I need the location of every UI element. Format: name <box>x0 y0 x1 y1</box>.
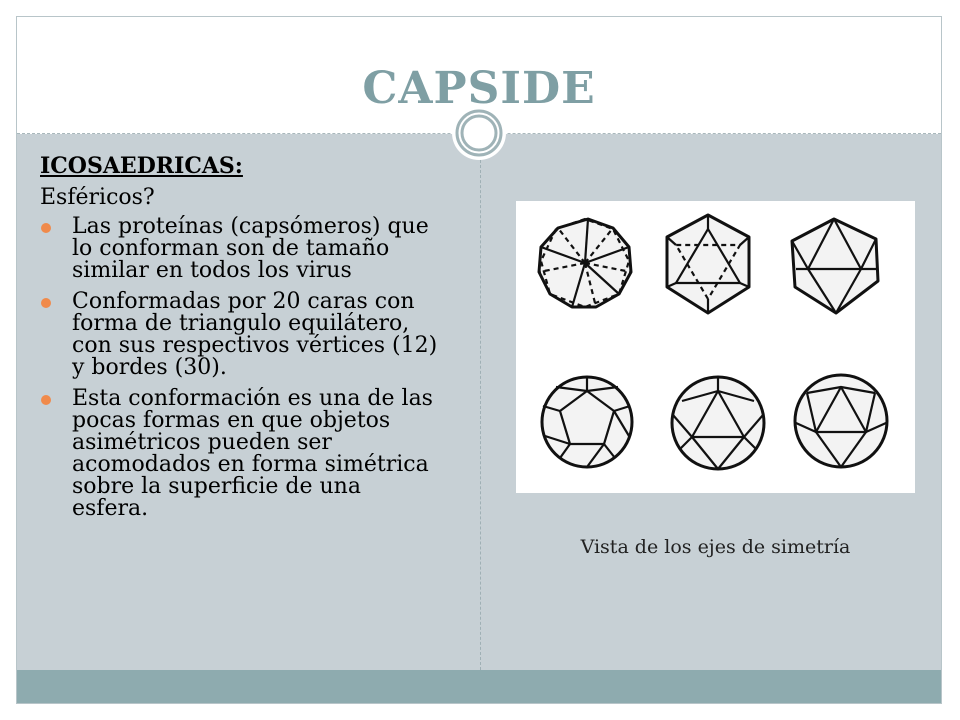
section-subheading: Esféricos? <box>40 185 155 210</box>
bullet-text: Las proteínas (capsómeros) que lo confor… <box>72 214 429 283</box>
slide-title: CAPSIDE <box>362 63 596 114</box>
bullet-icon <box>41 223 51 233</box>
section-heading: ICOSAEDRICAS: <box>40 153 243 179</box>
figure-caption: Vista de los ejes de simetría <box>580 536 851 558</box>
bullet-item: Las proteínas (capsómeros) que lo confor… <box>40 216 440 282</box>
bullet-item: Conformadas por 20 caras con forma de tr… <box>40 291 440 379</box>
icosahedron-symmetry-diagram-icon <box>537 213 889 471</box>
bullet-icon <box>41 298 51 308</box>
bullet-item: Esta conformación es una de las pocas fo… <box>40 388 440 520</box>
bullet-icon <box>41 395 51 405</box>
circle-ornament-icon <box>452 106 506 160</box>
bullet-text: Esta conformación es una de las pocas fo… <box>72 386 433 521</box>
text-column: ICOSAEDRICAS: Esféricos? Las proteínas (… <box>40 150 440 529</box>
bullet-list: Las proteínas (capsómeros) que lo confor… <box>40 216 440 520</box>
column-divider <box>480 160 481 670</box>
footer-bar <box>17 670 941 703</box>
symmetry-figure <box>516 201 915 493</box>
bullet-text: Conformadas por 20 caras con forma de tr… <box>72 289 438 380</box>
